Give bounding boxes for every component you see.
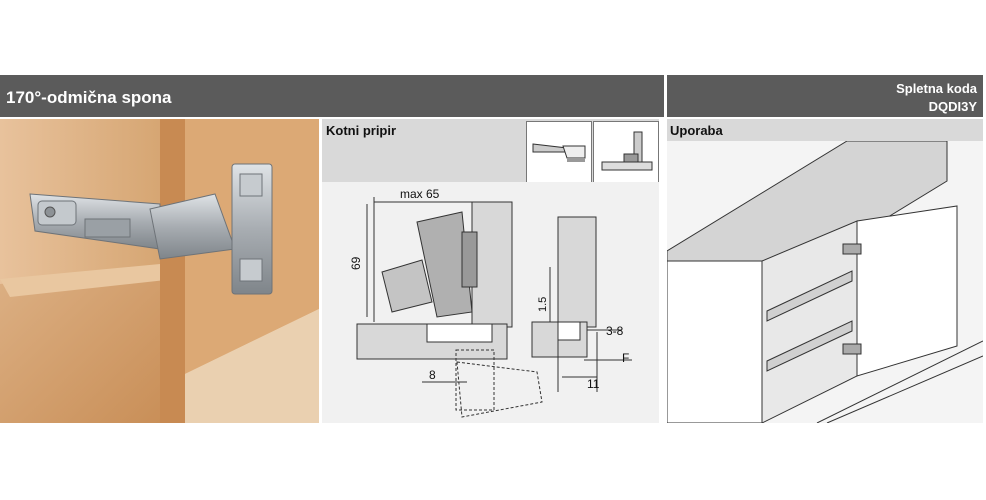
overlay-type-icon-1[interactable] — [526, 121, 592, 183]
dim-f-label: F — [622, 351, 629, 365]
cabinet-illustration — [666, 140, 984, 424]
technical-drawing-svg: max 65 69 8 1.5 3-8 F 11 — [349, 187, 632, 418]
overlay-type-icon-2[interactable] — [593, 121, 659, 183]
dim-height-label: 69 — [349, 256, 363, 270]
dim-eight-label: 8 — [429, 368, 436, 382]
hinge-closed-icon — [601, 131, 653, 171]
hinge-photo-illustration — [0, 119, 319, 423]
header-title-bar: 170°-odmična spona — [0, 75, 664, 117]
dim-max-label: max 65 — [400, 187, 440, 201]
web-code-bar: Spletna koda DQDI3Y — [667, 75, 983, 117]
usage-illustration — [666, 140, 984, 424]
mounting-label: Kotni pripir — [326, 123, 397, 138]
hinge-photo — [0, 119, 319, 423]
dim-one-five-label: 1.5 — [537, 297, 549, 312]
usage-label: Uporaba — [670, 123, 723, 138]
dim-three-eight-label: 3-8 — [606, 324, 624, 338]
web-code-value[interactable]: DQDI3Y — [928, 99, 977, 114]
web-code-label: Spletna koda — [896, 81, 977, 96]
hinge-open-icon — [532, 143, 586, 162]
dim-eleven-label: 11 — [587, 377, 600, 391]
page-title: 170°-odmična spona — [6, 88, 172, 107]
usage-label-bar — [667, 119, 983, 141]
technical-drawing: max 65 69 8 1.5 3-8 F 11 — [322, 182, 659, 423]
